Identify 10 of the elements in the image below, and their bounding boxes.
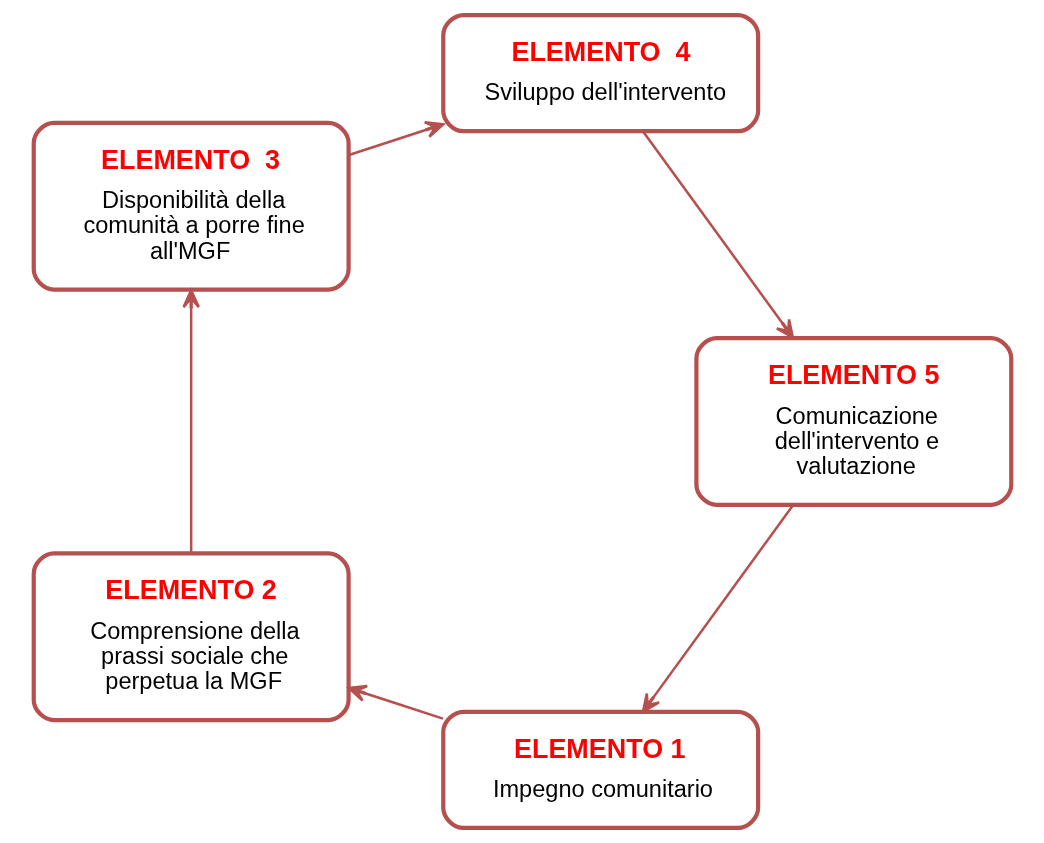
arrow (347, 684, 443, 720)
arrow (181, 288, 200, 554)
node-box: ELEMENTO 3 Disponibilità della comunità a porre fine all'MGF (31, 120, 351, 292)
node-box: ELEMENTO 2 Comprensione della prassi sociale che perpetua la MGF (31, 551, 351, 723)
node-box: ELEMENTO 5 Comunicazione dell'intervento e valutazione (693, 336, 1013, 507)
node-box: ELEMENTO 4 Sviluppo dell'intervento (440, 12, 760, 134)
arrow (641, 504, 794, 713)
arrow (348, 121, 444, 157)
arrow (641, 130, 794, 339)
node-box: ELEMENTO 1 Impegno comunitario (440, 709, 760, 831)
